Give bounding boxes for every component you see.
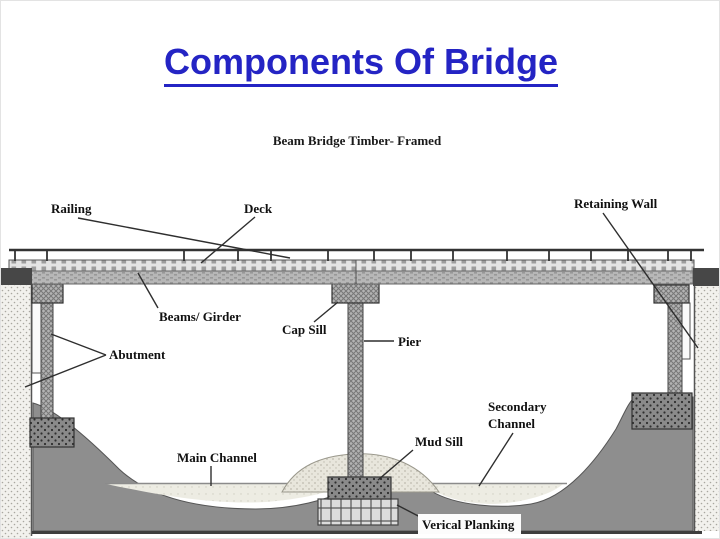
label-pier: Pier	[398, 334, 421, 349]
pier-column	[347, 296, 364, 482]
right-end-block	[693, 268, 719, 286]
retaining-wall-leader	[602, 212, 699, 349]
label-vertical-planking: Verical Planking	[422, 517, 515, 532]
label-abutment: Abutment	[109, 347, 166, 362]
label-cap-sill: Cap Sill	[282, 322, 327, 337]
secondary-channel-leader	[478, 432, 514, 487]
label-secondary-channel-1: Secondary	[488, 399, 547, 414]
railing-leader	[77, 217, 291, 259]
beams-girder-leader	[137, 272, 159, 309]
label-beams-girder: Beams/ Girder	[159, 309, 241, 324]
subtitle-wrap: Beam Bridge Timber- Framed	[1, 132, 713, 150]
diagram-labels: Railing Deck Retaining Wall Beams/ Girde…	[51, 196, 658, 534]
railing	[9, 248, 704, 261]
cap-sill-leader	[313, 301, 339, 323]
label-main-channel: Main Channel	[177, 450, 257, 465]
label-retaining-wall: Retaining Wall	[574, 196, 658, 211]
label-mud-sill: Mud Sill	[415, 434, 463, 449]
vertical-planking	[317, 498, 399, 526]
cap-sill	[331, 282, 380, 304]
leader-lines	[24, 212, 699, 520]
mud-sill-leader	[377, 449, 414, 481]
deck	[8, 259, 695, 272]
abutment-leader	[24, 333, 107, 388]
vertical-planking-label-box	[418, 514, 521, 534]
secondary-channel-water	[422, 482, 567, 504]
title-wrap: Components Of Bridge	[1, 41, 719, 87]
label-secondary-channel-2: Channel	[488, 416, 535, 431]
deck-leader	[200, 216, 256, 264]
left-abutment	[29, 283, 75, 448]
diagram-caption: Beam Bridge Timber- Framed	[272, 133, 442, 148]
right-retaining-wall	[693, 286, 719, 531]
left-end-block	[1, 268, 32, 285]
mud-sill	[327, 476, 392, 500]
page-title: Components Of Bridge	[164, 41, 558, 87]
left-retaining-wall	[1, 268, 33, 538]
label-deck: Deck	[244, 201, 273, 216]
label-railing: Railing	[51, 201, 92, 216]
right-abutment	[631, 284, 693, 430]
